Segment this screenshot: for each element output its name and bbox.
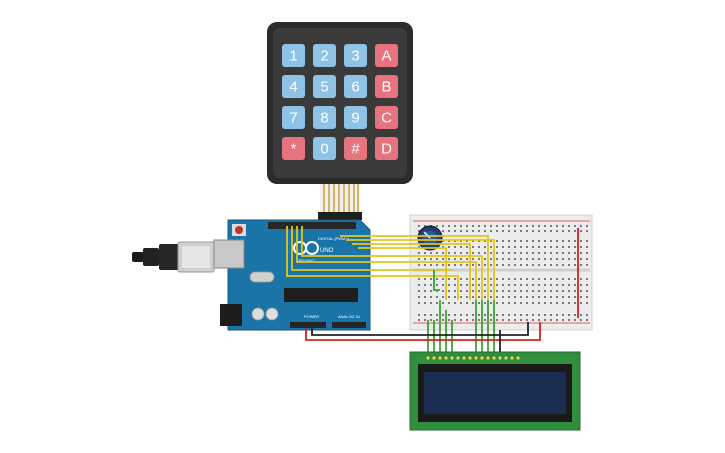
- reset-button: [235, 226, 243, 234]
- lcd-screen: [424, 372, 566, 414]
- keypad-key: *: [282, 137, 305, 160]
- keypad-key: B: [375, 75, 398, 98]
- keypad-key-label: 0: [320, 140, 328, 157]
- analog-header: [332, 322, 366, 328]
- keypad-key: 9: [344, 106, 367, 129]
- keypad-key-label: 3: [351, 47, 359, 64]
- keypad-key-label: 4: [289, 78, 297, 95]
- keypad-key: 6: [344, 75, 367, 98]
- keypad-key-label: 8: [320, 109, 328, 126]
- keypad-key: 1: [282, 44, 305, 67]
- keypad-key-label: 5: [320, 78, 328, 95]
- yellow-wires: [286, 226, 495, 300]
- uno-label: UNO: [320, 248, 334, 254]
- keypad-key: A: [375, 44, 398, 67]
- keypad-key-label: D: [381, 140, 392, 157]
- usb-jack: [213, 239, 245, 269]
- keypad-4x4: 1 2 3 A 4 5 6 B 7 8 9 C * 0 # D: [267, 22, 413, 220]
- keypad-key-label: A: [381, 47, 391, 64]
- keypad-key: 3: [344, 44, 367, 67]
- usb-cable: [132, 241, 215, 273]
- keypad-key: 4: [282, 75, 305, 98]
- keypad-key-label: #: [351, 140, 360, 157]
- keypad-key: C: [375, 106, 398, 129]
- power-header: [290, 322, 326, 328]
- keypad-key-label: 1: [289, 47, 297, 64]
- potentiometer: [417, 225, 443, 251]
- keypad-key-label: *: [291, 140, 297, 157]
- keypad-key: 7: [282, 106, 305, 129]
- arduino-uno: DIGITAL (PWM~) UNO ARDUINO POWER ANALOG …: [213, 219, 371, 331]
- keypad-key-label: C: [381, 109, 392, 126]
- digital-label: DIGITAL (PWM~): [318, 236, 350, 241]
- analog-label: ANALOG IN: [338, 314, 360, 319]
- lcd-16x2: [409, 351, 581, 431]
- arduino-label: ARDUINO: [296, 258, 314, 263]
- green-wires: [427, 270, 495, 356]
- keypad-key: 8: [313, 106, 336, 129]
- power-label: POWER: [304, 314, 319, 319]
- keypad-header-pins: [318, 212, 362, 220]
- keypad-key-label: 2: [320, 47, 328, 64]
- keypad-key-label: B: [381, 78, 391, 95]
- atmega-chip: [284, 288, 358, 302]
- keypad-key: D: [375, 137, 398, 160]
- keypad-key: 0: [313, 137, 336, 160]
- keypad-key-label: 9: [351, 109, 359, 126]
- digital-header: [268, 222, 356, 229]
- keypad-key: #: [344, 137, 367, 160]
- keypad-key: 5: [313, 75, 336, 98]
- power-jack: [220, 304, 242, 326]
- keypad-key-label: 6: [351, 78, 359, 95]
- power-wires: [305, 228, 579, 356]
- keypad-key: 2: [313, 44, 336, 67]
- keypad-key-label: 7: [289, 109, 297, 126]
